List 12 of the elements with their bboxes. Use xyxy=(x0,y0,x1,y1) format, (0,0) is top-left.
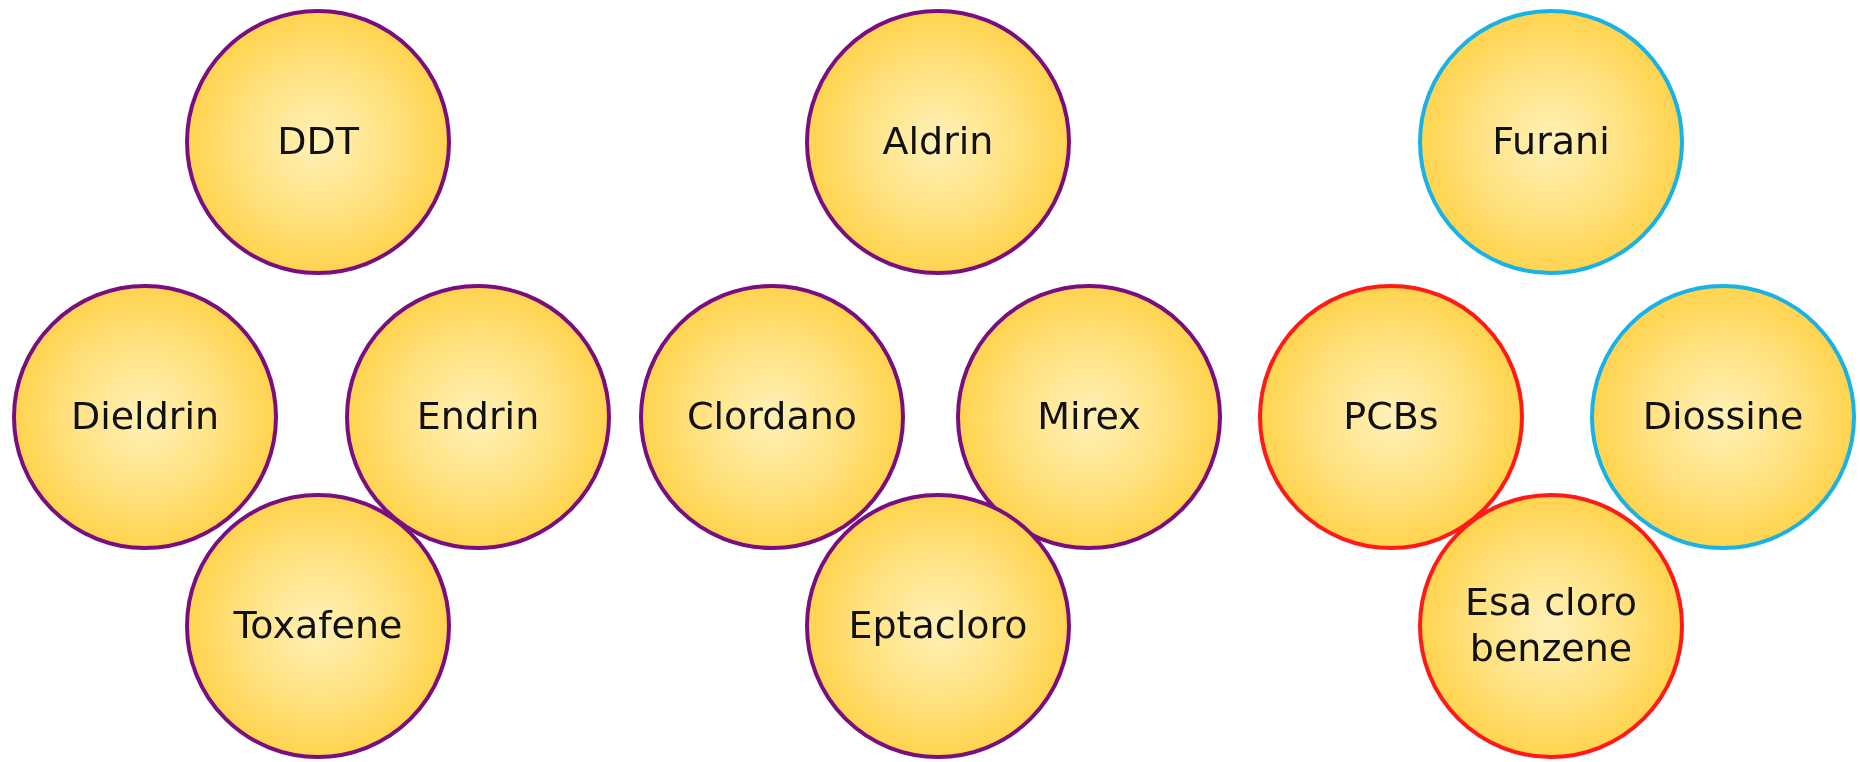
node-label: Aldrin xyxy=(882,119,994,165)
node-label: DDT xyxy=(277,119,359,165)
node-label: Eptacloro xyxy=(848,603,1028,649)
node-label: Toxafene xyxy=(233,603,403,649)
node-label: Furani xyxy=(1492,119,1610,165)
node-label: PCBs xyxy=(1343,394,1439,440)
node-label: Endrin xyxy=(416,394,540,440)
node-label: Diossine xyxy=(1642,394,1804,440)
node-label: Clordano xyxy=(686,394,857,440)
node-label: Esa cloro benzene xyxy=(1464,580,1638,672)
node-label: Dieldrin xyxy=(70,394,220,440)
node-label: Mirex xyxy=(1037,394,1141,440)
